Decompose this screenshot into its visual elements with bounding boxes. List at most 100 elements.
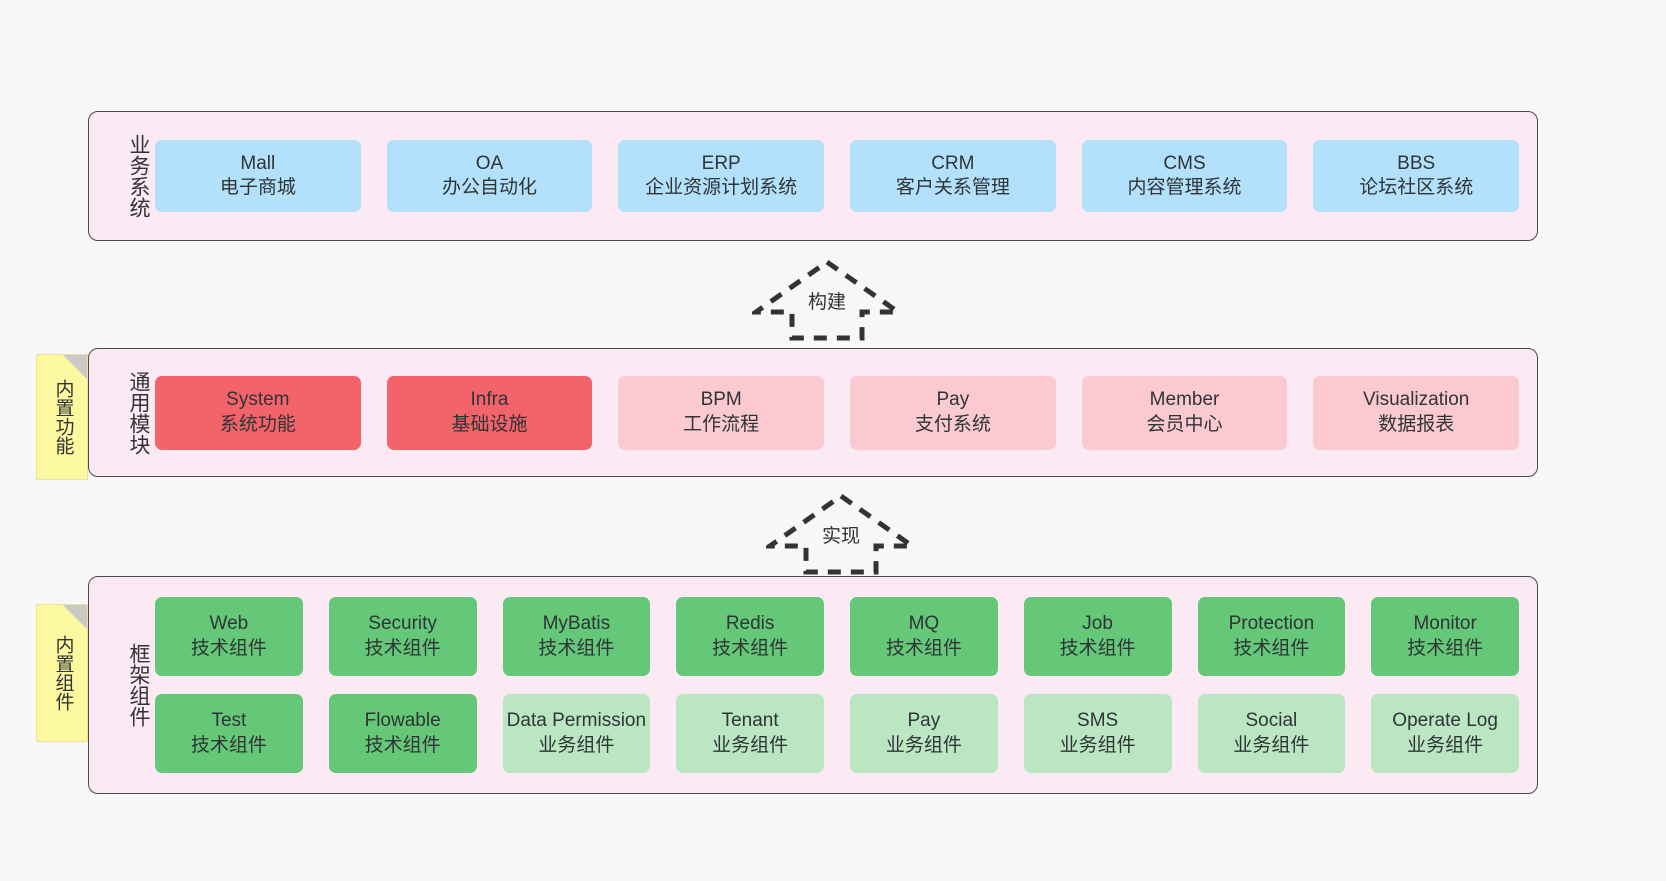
node-erp[interactable]: ERP 企业资源计划系统: [618, 140, 825, 212]
node-protection[interactable]: Protection 技术组件: [1197, 597, 1346, 676]
node-tenant-title: Tenant: [721, 710, 779, 732]
framework-biz-row: Test 技术组件 Flowable 技术组件 Data Permission …: [155, 694, 1519, 773]
node-erp-title: ERP: [701, 152, 741, 174]
node-mq[interactable]: MQ 技术组件: [850, 597, 998, 676]
node-web-subtitle: 技术组件: [190, 637, 267, 659]
node-erp-subtitle: 企业资源计划系统: [645, 177, 798, 198]
node-bbs-title: BBS: [1397, 152, 1436, 174]
node-visualization-subtitle: 数据报表: [1378, 413, 1455, 435]
node-visualization-title: Visualization: [1363, 389, 1470, 411]
node-infra-subtitle: 基础设施: [451, 413, 528, 435]
node-data-permission[interactable]: Data Permission 业务组件: [502, 694, 651, 773]
node-sms-subtitle: 业务组件: [1059, 734, 1136, 756]
arrow-build: 构建: [752, 258, 902, 342]
node-protection-subtitle: 技术组件: [1233, 637, 1310, 659]
node-operate-log-subtitle: 业务组件: [1407, 734, 1484, 756]
node-mall[interactable]: Mall 电子商城: [155, 140, 361, 212]
node-bbs[interactable]: BBS 论坛社区系统: [1313, 140, 1520, 212]
node-security-subtitle: 技术组件: [364, 637, 441, 659]
node-data-permission-subtitle: 业务组件: [538, 734, 615, 756]
node-job-title: Job: [1082, 613, 1113, 635]
node-job[interactable]: Job 技术组件: [1023, 597, 1172, 676]
node-tenant-subtitle: 业务组件: [712, 734, 789, 756]
node-infra-title: Infra: [470, 389, 509, 411]
node-pay-component-subtitle: 业务组件: [885, 734, 962, 756]
layer-business-system-label: 业务系统: [127, 134, 150, 218]
node-social-title: Social: [1245, 710, 1298, 732]
node-web[interactable]: Web 技术组件: [155, 597, 303, 676]
layer-framework-component: 框架组件 Web 技术组件 Security 技术组件 MyBatis 技术组件…: [88, 576, 1538, 794]
sticky-note-builtin-features-label: 内置功能: [52, 379, 74, 455]
node-monitor-title: Monitor: [1413, 613, 1477, 635]
layer-business-system-row: Mall 电子商城 OA 办公自动化 ERP 企业资源计划系统 CRM 客户关系…: [155, 140, 1520, 212]
node-social-subtitle: 业务组件: [1233, 734, 1310, 756]
layer-business-system: 业务系统 Mall 电子商城 OA 办公自动化 ERP 企业资源计划系统 CRM…: [88, 111, 1538, 241]
node-test[interactable]: Test 技术组件: [155, 694, 303, 773]
layer-framework-component-body: Web 技术组件 Security 技术组件 MyBatis 技术组件 Redi…: [149, 577, 1537, 793]
node-redis-subtitle: 技术组件: [712, 637, 789, 659]
node-pay-module[interactable]: Pay 支付系统: [850, 375, 1056, 450]
node-data-permission-title: Data Permission: [506, 710, 647, 732]
node-web-title: Web: [209, 613, 249, 635]
node-sms[interactable]: SMS 业务组件: [1023, 694, 1172, 773]
node-protection-title: Protection: [1228, 613, 1315, 635]
node-mq-title: MQ: [908, 613, 940, 635]
node-visualization[interactable]: Visualization 数据报表: [1313, 375, 1520, 450]
node-operate-log-title: Operate Log: [1392, 710, 1498, 732]
node-social[interactable]: Social 业务组件: [1197, 694, 1346, 773]
node-flowable[interactable]: Flowable 技术组件: [328, 694, 477, 773]
node-redis[interactable]: Redis 技术组件: [676, 597, 824, 676]
node-cms-subtitle: 内容管理系统: [1127, 177, 1242, 198]
node-crm-subtitle: 客户关系管理: [895, 177, 1010, 198]
layer-common-module-row: System 系统功能 Infra 基础设施 BPM 工作流程 Pay 支付系统…: [155, 375, 1520, 450]
node-sms-title: SMS: [1077, 710, 1119, 732]
layer-common-module: 通用模块 System 系统功能 Infra 基础设施 BPM 工作流程 Pay…: [88, 348, 1538, 477]
node-flowable-subtitle: 技术组件: [364, 734, 441, 756]
node-redis-title: Redis: [725, 613, 775, 635]
node-oa[interactable]: OA 办公自动化: [386, 140, 593, 212]
node-oa-subtitle: 办公自动化: [442, 177, 538, 198]
layer-common-module-label: 通用模块: [127, 370, 150, 455]
node-flowable-title: Flowable: [364, 710, 441, 732]
arrow-implement-icon: [766, 492, 916, 575]
sticky-note-builtin-components-label: 内置组件: [52, 635, 74, 711]
node-tenant[interactable]: Tenant 业务组件: [676, 694, 824, 773]
node-infra[interactable]: Infra 基础设施: [386, 375, 593, 450]
node-system-subtitle: 系统功能: [219, 413, 296, 435]
node-oa-title: OA: [475, 152, 504, 174]
node-operate-log[interactable]: Operate Log 业务组件: [1371, 694, 1519, 773]
layer-common-module-body: System 系统功能 Infra 基础设施 BPM 工作流程 Pay 支付系统…: [149, 349, 1537, 476]
node-member-title: Member: [1149, 389, 1220, 411]
node-cms[interactable]: CMS 内容管理系统: [1081, 140, 1288, 212]
node-bbs-subtitle: 论坛社区系统: [1359, 177, 1474, 198]
node-member-subtitle: 会员中心: [1146, 413, 1223, 435]
sticky-note-builtin-components: 内置组件: [36, 604, 88, 742]
node-test-title: Test: [211, 710, 247, 732]
node-security-title: Security: [368, 613, 437, 635]
node-security[interactable]: Security 技术组件: [328, 597, 477, 676]
node-bpm-title: BPM: [700, 389, 742, 411]
node-mall-subtitle: 电子商城: [219, 177, 296, 198]
arrow-implement: 实现: [766, 492, 916, 576]
node-mybatis-title: MyBatis: [542, 613, 611, 635]
layer-framework-component-label: 框架组件: [127, 643, 150, 727]
node-mybatis-subtitle: 技术组件: [538, 637, 615, 659]
node-mall-title: Mall: [240, 152, 276, 174]
sticky-fold-corner-icon: [63, 605, 87, 629]
node-pay-component[interactable]: Pay 业务组件: [850, 694, 998, 773]
node-monitor[interactable]: Monitor 技术组件: [1371, 597, 1519, 676]
node-pay-component-title: Pay: [907, 710, 941, 732]
node-system[interactable]: System 系统功能: [155, 375, 361, 450]
node-crm[interactable]: CRM 客户关系管理: [850, 140, 1056, 212]
node-crm-title: CRM: [931, 152, 975, 174]
sticky-fold-corner-icon: [63, 355, 87, 379]
node-job-subtitle: 技术组件: [1059, 637, 1136, 659]
node-mybatis[interactable]: MyBatis 技术组件: [502, 597, 651, 676]
node-pay-module-subtitle: 支付系统: [914, 413, 991, 435]
node-member[interactable]: Member 会员中心: [1081, 375, 1288, 450]
node-monitor-subtitle: 技术组件: [1407, 637, 1484, 659]
layer-business-system-body: Mall 电子商城 OA 办公自动化 ERP 企业资源计划系统 CRM 客户关系…: [149, 112, 1537, 240]
node-bpm-subtitle: 工作流程: [683, 413, 760, 435]
node-bpm[interactable]: BPM 工作流程: [618, 375, 825, 450]
node-test-subtitle: 技术组件: [190, 734, 267, 756]
